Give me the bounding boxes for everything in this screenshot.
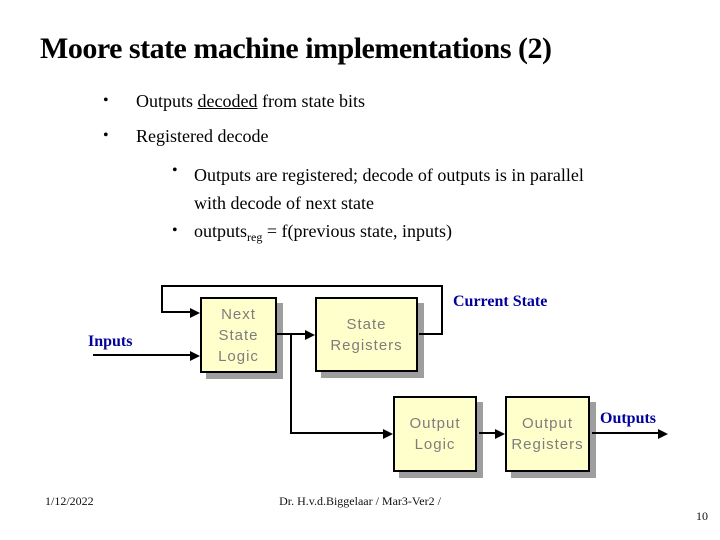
box-label-line: Next: [221, 305, 256, 323]
label-inputs: Inputs: [88, 333, 133, 350]
slide-title: Moore state machine implementations (2): [40, 32, 552, 65]
arrowhead-outputs: [658, 429, 668, 439]
bullet-marker: •: [172, 222, 178, 239]
box-label-line: Registers: [511, 436, 584, 453]
page-number: 10: [696, 509, 708, 523]
box-label-line: Logic: [414, 436, 456, 453]
bullet-marker: •: [172, 162, 178, 179]
wire-feedback-top: [161, 285, 443, 287]
box-label-line: Output: [521, 415, 574, 432]
wire-outputs: [592, 432, 658, 434]
wire-inputs: [93, 354, 190, 356]
bullet-marker: •: [103, 92, 109, 109]
wire-junction-down: [290, 333, 292, 434]
bullet-marker: •: [103, 127, 109, 144]
box-label-line: Output: [409, 415, 461, 432]
wire-feedback-right: [419, 333, 443, 335]
box-label-line: State: [218, 326, 259, 344]
box-state-registers: State Registers: [315, 297, 418, 372]
subscript: reg: [247, 230, 263, 244]
arrowhead-inputs: [190, 351, 200, 361]
wire-feedback-into-nsl: [161, 311, 190, 313]
wire-to-output-logic: [290, 432, 383, 434]
box-label-line: Registers: [330, 336, 403, 354]
wire-feedback-left-down: [161, 285, 163, 312]
arrowhead-output-logic: [383, 429, 393, 439]
footer-credit: Dr. H.v.d.Biggelaar / Mar3-Ver2 /: [279, 494, 441, 508]
arrowhead-output-registers: [495, 429, 505, 439]
footer-date: 1/12/2022: [45, 494, 94, 508]
box-label-line: Logic: [218, 347, 259, 365]
box-output-registers: Output Registers: [505, 396, 590, 472]
box-next-state-logic: Next State Logic: [200, 297, 277, 373]
box-label-line: State: [346, 315, 387, 333]
wire-feedback-right-up: [441, 285, 443, 335]
arrowhead-sr: [305, 330, 315, 340]
bullet-text: Outputs decoded from state bits: [136, 91, 365, 111]
label-outputs: Outputs: [600, 410, 657, 427]
underlined-word: decoded: [197, 91, 258, 111]
label-current-state: Current State: [453, 293, 548, 310]
wire-ol-to-or: [479, 432, 495, 434]
box-output-logic: Output Logic: [393, 396, 477, 472]
arrowhead-feedback: [190, 308, 200, 318]
sub-bullet-text: outputsreg = f(previous state, inputs): [194, 221, 452, 244]
bullet-text: Registered decode: [136, 126, 269, 146]
sub-bullet-text: Outputs are registered; decode of output…: [194, 165, 584, 213]
